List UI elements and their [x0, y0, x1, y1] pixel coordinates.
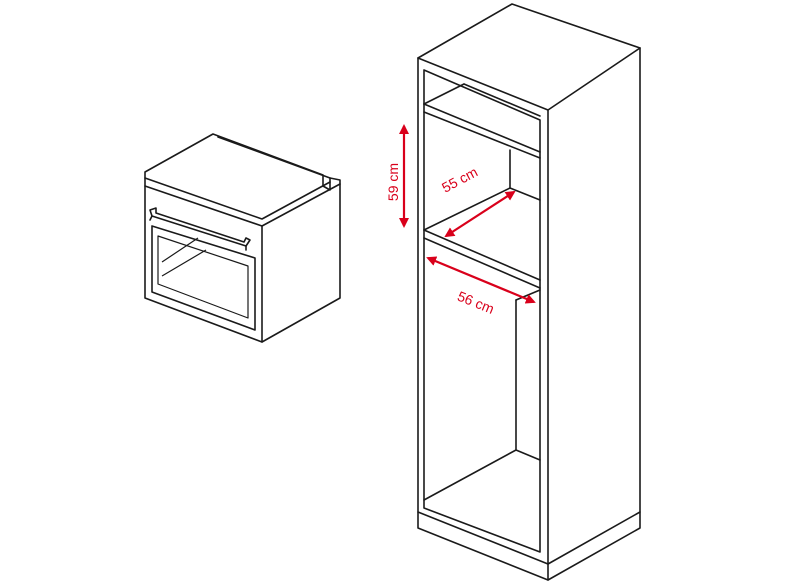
dimension-height: 59 cm — [385, 124, 409, 228]
dimension-width: 56 cm — [426, 256, 536, 317]
oven-rack-lines — [161, 237, 207, 277]
height-label: 59 cm — [385, 163, 401, 201]
oven-door-frame — [151, 225, 256, 331]
dimension-depth: 55 cm — [439, 164, 516, 238]
oven-top-back — [217, 136, 331, 179]
oven-illustration — [144, 133, 341, 343]
niche-back-corner — [509, 149, 541, 201]
niche-shelf-back — [423, 229, 541, 281]
cabinet-illustration — [417, 3, 641, 581]
oven-handle — [149, 207, 251, 247]
top-compartment-floor-back — [423, 103, 541, 153]
depth-arrow — [444, 190, 516, 238]
lower-back-corner — [515, 299, 541, 461]
oven-body — [144, 133, 341, 343]
cabinet-plinth — [417, 511, 641, 581]
top-compartment-back — [423, 83, 541, 117]
width-arrow — [426, 256, 536, 304]
oven-handle-mounts — [149, 215, 247, 251]
cabinet-top-edge — [417, 47, 641, 111]
width-label: 56 cm — [455, 288, 496, 317]
top-shelf-front — [423, 111, 541, 159]
cabinet-inner-frame — [423, 69, 541, 553]
oven-control-strip — [144, 177, 331, 220]
depth-label: 55 cm — [439, 164, 480, 196]
lower-floor-back — [423, 449, 517, 501]
oven-window — [157, 235, 249, 319]
